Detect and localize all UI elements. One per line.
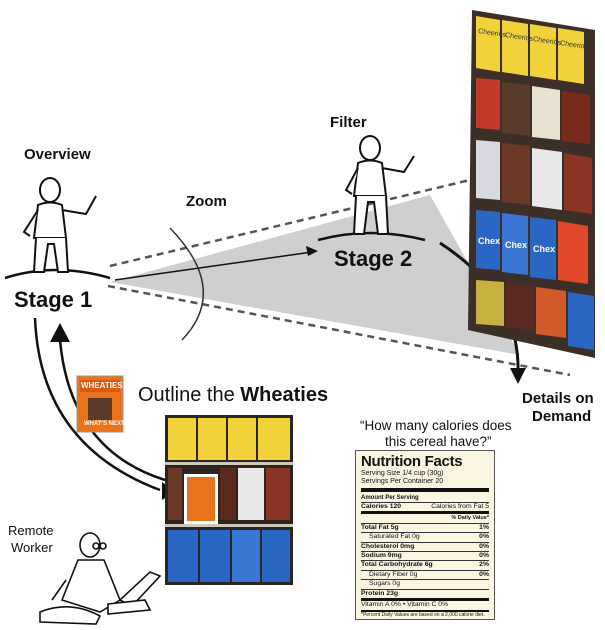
filter-figure [344, 135, 415, 235]
sight-line-top [109, 178, 471, 268]
nutrition-row-name: Total Fat 5g [361, 523, 399, 531]
wheaties-box-thumbnail [76, 375, 124, 433]
shelf-box-label-5: Chex [478, 236, 501, 246]
nutrition-row-name: Cholesterol 0mg [361, 542, 415, 550]
filter-label: Filter [330, 114, 367, 131]
outline-emphasis: Wheaties [240, 384, 329, 406]
arrowhead-stage2 [306, 246, 318, 256]
nutrition-row: Protein 23g [361, 588, 489, 602]
nutrition-serving-size: Serving Size 1/4 cup (30g) [361, 470, 444, 477]
stage1-ground [4, 268, 111, 280]
outline-instruction: Outline the Wheaties [138, 384, 328, 407]
nutrition-calories-fat: Calories from Fat 5 [431, 503, 489, 510]
details-label-line2: Demand [532, 408, 592, 425]
nutrition-row-pct: 0% [479, 552, 489, 560]
outline-prefix: Outline the [138, 384, 241, 406]
nutrition-row-name: Dietary Fiber 0g [369, 570, 418, 578]
overview-label: Overview [24, 146, 91, 163]
nutrition-facts-panel: Nutrition Facts Serving Size 1/4 cup (30… [355, 450, 495, 620]
nutrition-vitamins: Vitamin A 0% • Vitamin C 0% [361, 601, 489, 609]
view-cone [110, 195, 520, 355]
arrowhead-stage1 [50, 323, 70, 342]
shelf-box-label-7: Chex [533, 244, 556, 254]
nutrition-footnote: *Percent Daily Values are based on a 2,0… [361, 610, 489, 618]
zoom-label: Zoom [186, 193, 227, 210]
nutrition-row-name: Protein 23g [361, 589, 399, 597]
remote-label-line1: Remote [8, 523, 54, 538]
zoom-arc [169, 227, 204, 341]
nutrition-row-name: Saturated Fat 0g [369, 533, 420, 541]
arrowhead-details [510, 368, 526, 384]
stage2-label: Stage 2 [334, 246, 413, 271]
nutrition-row: Sodium 9mg 0% [361, 551, 489, 560]
nutrition-row-pct: 1% [479, 523, 489, 531]
shelf-box-label-6: Chex [505, 240, 528, 250]
sight-line-bottom [107, 284, 571, 377]
remote-label-line2: Worker [11, 540, 53, 555]
nutrition-row-name: Sodium 9mg [361, 552, 402, 560]
remote-worker-figure [39, 532, 162, 625]
nutrition-vitamins-text: Vitamin A 0% • Vitamin C 0% [361, 601, 449, 609]
nutrition-calories-row: Calories 120 Calories from Fat 5 [361, 502, 489, 511]
nutrition-row-pct: 0% [479, 533, 489, 541]
nutrition-servings: Servings Per Container 20 [361, 478, 444, 485]
nutrition-row: Saturated Fat 0g 0% [361, 532, 489, 541]
question-line2: this cereal have?” [385, 434, 492, 449]
nutrition-row-pct: 0% [479, 542, 489, 550]
shelf-photo-large [468, 10, 595, 358]
stage1-label: Stage 1 [14, 287, 93, 312]
nutrition-divider-thick [361, 488, 489, 492]
question-line1: “How many calories does [360, 418, 512, 433]
wheaties-brand: WHEATIES [81, 381, 123, 390]
nutrition-daily-value: % Daily Value* [451, 515, 489, 522]
wheaties-tagline: WHAT'S NEXT? [84, 421, 129, 427]
nutrition-amount-per-serving: Amount Per Serving [361, 495, 419, 501]
overview-figure [22, 177, 97, 273]
nutrition-calories: Calories 120 [361, 503, 402, 510]
nutrition-row: Dietary Fiber 0g 0% [361, 569, 489, 579]
nutrition-daily-value-header: % Daily Value* [361, 511, 489, 522]
shelf-photo-small [165, 415, 293, 585]
nutrition-row-pct: 2% [479, 561, 489, 569]
arrow-stage1-down [33, 317, 161, 492]
nutrition-row: Total Carbohydrate 6g 2% [361, 560, 489, 569]
nutrition-row-name: Sugars 0g [369, 580, 400, 588]
nutrition-row-pct: 0% [479, 570, 489, 578]
stage2-ground [317, 231, 426, 242]
nutrition-row: Total Fat 5g 1% [361, 522, 489, 532]
arrow-stage1-stage2 [114, 251, 313, 281]
nutrition-row-name: Total Carbohydrate 6g [361, 561, 433, 569]
nutrition-row: Sugars 0g [361, 579, 489, 588]
nutrition-row: Cholesterol 0mg 0% [361, 541, 489, 551]
nutrition-title: Nutrition Facts [361, 453, 463, 470]
details-label-line1: Details on [522, 390, 594, 407]
